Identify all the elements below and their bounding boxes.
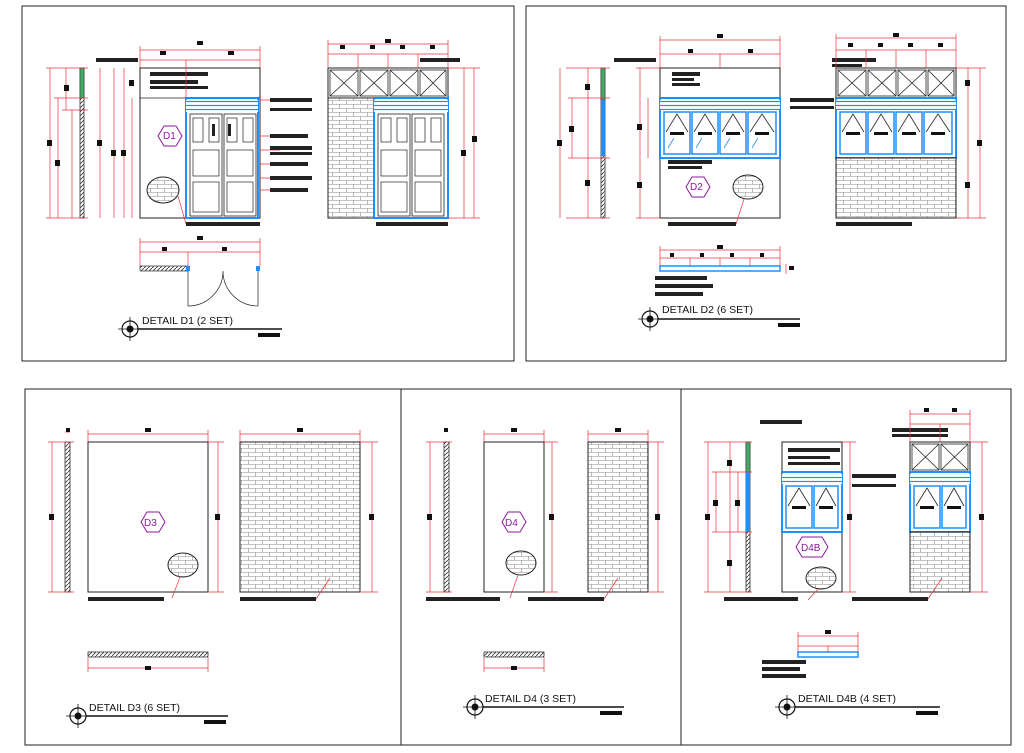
d1-title-block: DETAIL D1 (2 SET) <box>118 315 282 341</box>
brick-texture-callout-icon <box>146 176 187 225</box>
panel-frame-d2 <box>525 5 1007 362</box>
d4-side-section <box>426 428 452 593</box>
d3-title-block: DETAIL D3 (6 SET) <box>66 702 228 728</box>
d2-front-elevation: D2 <box>636 34 834 226</box>
d4b-tag-hexagon: D4B <box>795 536 829 558</box>
d4b-side-section <box>704 420 802 593</box>
section-marker-icon <box>463 695 487 719</box>
d3-tag-hexagon: D3 <box>140 511 166 533</box>
detail-d4: D4 DETA <box>426 428 664 719</box>
d4-back-elevation <box>528 428 664 601</box>
d2-title-block: DETAIL D2 (6 SET) <box>638 304 800 331</box>
d2-tag-hexagon: D2 <box>685 176 711 198</box>
detail-d2: D2 <box>557 33 986 331</box>
d4-title: DETAIL D4 (3 SET) <box>485 693 576 705</box>
d4b-title-block: DETAIL D4B (4 SET) <box>775 693 940 719</box>
d3-side-section <box>48 428 74 593</box>
d2-side-section <box>557 58 656 219</box>
d4b-back-elevation <box>852 408 988 601</box>
d4-tag-text: D4 <box>505 518 518 529</box>
d1-front-elevation: D1 <box>121 41 312 226</box>
d1-tag-text: D1 <box>163 131 176 142</box>
d4-front-elevation: D4 <box>426 428 558 601</box>
d1-side-section <box>46 58 138 219</box>
d4b-tag-text: D4B <box>801 543 821 554</box>
section-marker-icon <box>775 695 799 719</box>
d3-tag-text: D3 <box>144 518 157 529</box>
d4b-plan <box>762 630 859 678</box>
d3-front-elevation: D3 <box>87 428 224 601</box>
d3-title: DETAIL D3 (6 SET) <box>89 702 180 714</box>
detail-d4b: D4B <box>704 408 988 719</box>
d4-tag-hexagon: D4 <box>501 511 527 533</box>
brick-texture-callout-icon <box>732 174 764 225</box>
d4-title-block: DETAIL D4 (3 SET) <box>463 693 624 719</box>
detail-d3: D3 DETA <box>48 428 378 728</box>
d2-tag-text: D2 <box>690 182 703 193</box>
panel-frame-d4b <box>680 388 1012 746</box>
brick-texture-callout-icon <box>505 550 537 599</box>
d4b-title: DETAIL D4B (4 SET) <box>798 693 896 705</box>
d4-plan <box>483 651 545 672</box>
panel-frame-d1 <box>21 5 515 362</box>
d4b-front-elevation: D4B <box>724 441 896 601</box>
d2-title: DETAIL D2 (6 SET) <box>662 304 753 316</box>
d3-back-elevation <box>239 428 378 601</box>
d2-back-elevation <box>832 33 986 226</box>
brick-texture-callout-icon <box>805 566 837 601</box>
d1-plan <box>139 236 261 307</box>
d3-plan <box>87 651 209 672</box>
d1-title: DETAIL D1 (2 SET) <box>142 315 233 327</box>
detail-d1: D1 <box>46 39 480 341</box>
brick-texture-callout-icon <box>167 552 199 599</box>
d2-plan <box>655 245 794 296</box>
d1-back-elevation <box>327 39 480 226</box>
d1-tag-hexagon: D1 <box>157 125 183 147</box>
